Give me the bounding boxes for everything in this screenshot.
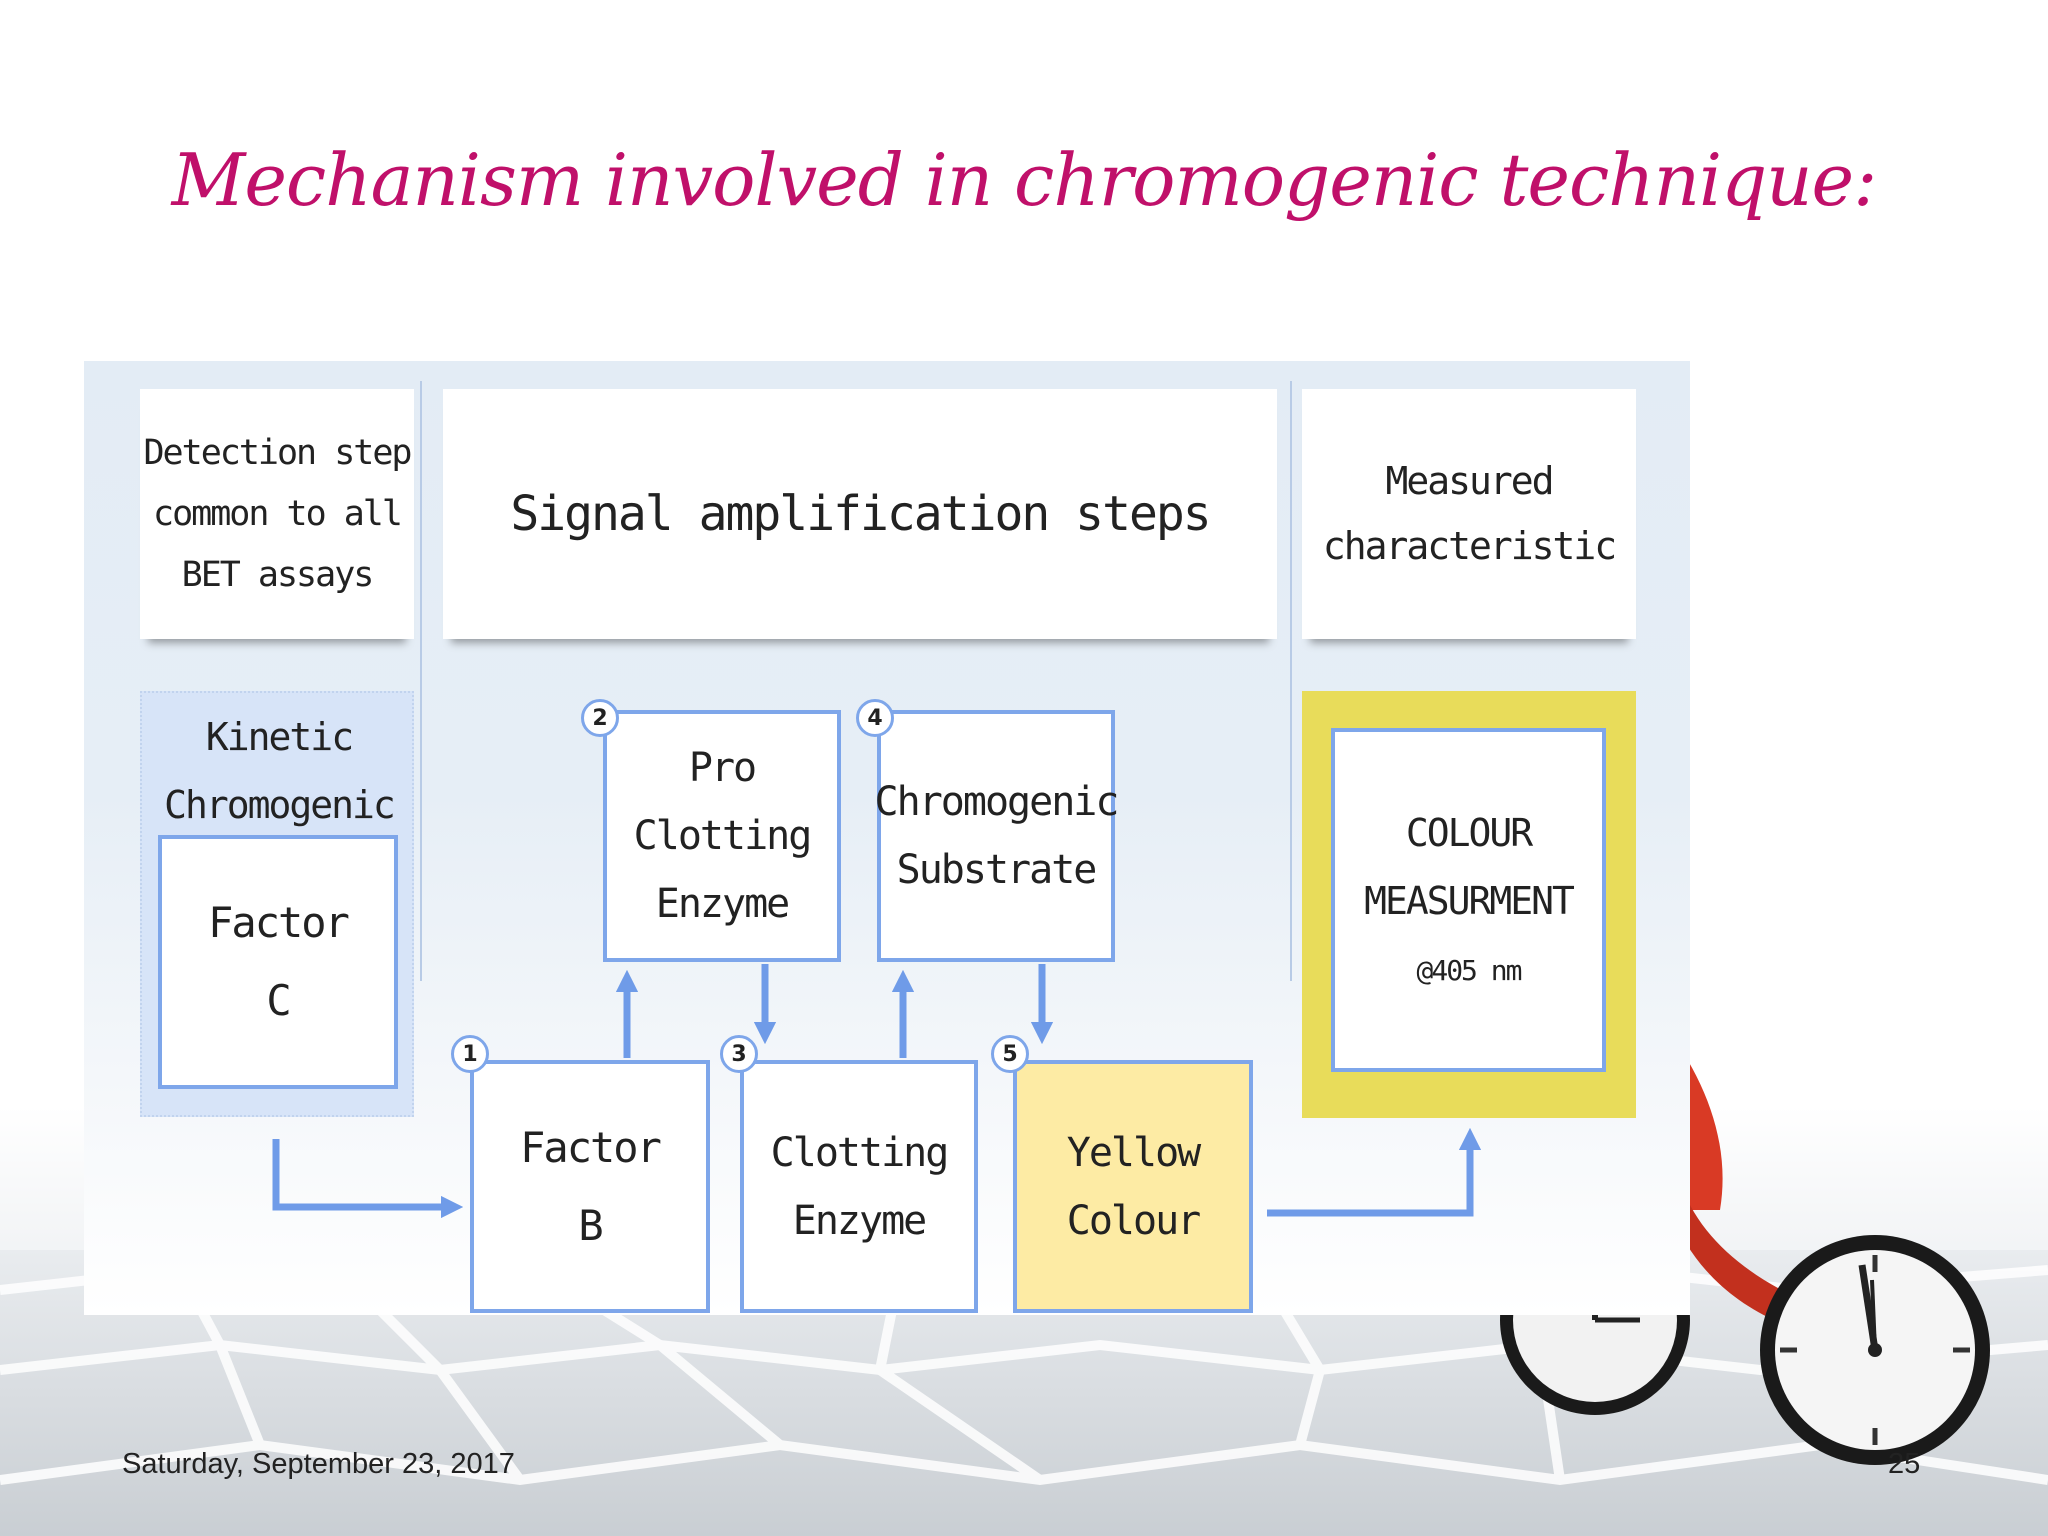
step-badge-2: 2 bbox=[581, 699, 619, 737]
arrow-factor-c-to-factor-b bbox=[272, 1139, 464, 1219]
pro-clotting-enzyme-label: Pro Clotting Enzyme bbox=[633, 745, 813, 927]
measured-characteristic-header: Measured characteristic bbox=[1302, 389, 1636, 639]
colour-measurement-box: COLOUR MEASURMENT @405 nm bbox=[1331, 728, 1606, 1072]
footer-date: Saturday, September 23, 2017 bbox=[122, 1448, 515, 1480]
clotting-enzyme-label: Clotting Enzyme bbox=[770, 1129, 950, 1244]
column-divider bbox=[420, 381, 422, 981]
signal-amplification-header-text: Signal amplification steps bbox=[510, 486, 1211, 542]
factor-c-label: Factor C bbox=[208, 898, 350, 1025]
column-divider bbox=[1290, 381, 1292, 981]
factor-c-box: Factor C bbox=[158, 835, 398, 1089]
yellow-colour-box: Yellow Colour bbox=[1013, 1060, 1253, 1313]
chromogenic-substrate-box: Chromogenic Substrate bbox=[874, 710, 1120, 962]
chromogenic-substrate-label: Chromogenic Substrate bbox=[874, 779, 1120, 893]
clotting-enzyme-box: Clotting Enzyme bbox=[740, 1060, 978, 1313]
page-number: 25 bbox=[1888, 1448, 1921, 1480]
step-badge-1: 1 bbox=[451, 1035, 489, 1073]
large-clock-icon bbox=[1760, 1235, 1990, 1465]
detection-step-header-text: Detection step common to all BET assays bbox=[143, 432, 412, 595]
wavelength-label: @405 nm bbox=[1416, 954, 1522, 987]
pro-clotting-enzyme-box: Pro Clotting Enzyme bbox=[603, 710, 841, 962]
measured-characteristic-header-text: Measured characteristic bbox=[1322, 459, 1617, 568]
slide-title: Mechanism involved in chromogenic techni… bbox=[171, 138, 1878, 222]
colour-measurement-label: COLOUR MEASURMENT bbox=[1364, 811, 1575, 923]
arrow-yellow-colour-to-measurement bbox=[1267, 1127, 1482, 1217]
step-badge-5: 5 bbox=[991, 1035, 1029, 1073]
yellow-colour-label: Yellow Colour bbox=[1066, 1129, 1201, 1244]
signal-amplification-header: Signal amplification steps bbox=[443, 389, 1277, 639]
step-badge-3: 3 bbox=[720, 1035, 758, 1073]
connector-arrows bbox=[272, 964, 1482, 1219]
factor-b-box: Factor B bbox=[470, 1060, 710, 1313]
chromogenic-mechanism-diagram: Detection step common to all BET assays … bbox=[84, 361, 1690, 1315]
kinetic-chromogenic-label: Kinetic Chromogenic bbox=[164, 715, 396, 827]
detection-step-header: Detection step common to all BET assays bbox=[140, 389, 414, 639]
factor-b-label: Factor B bbox=[520, 1122, 662, 1250]
step-badge-4: 4 bbox=[856, 699, 894, 737]
